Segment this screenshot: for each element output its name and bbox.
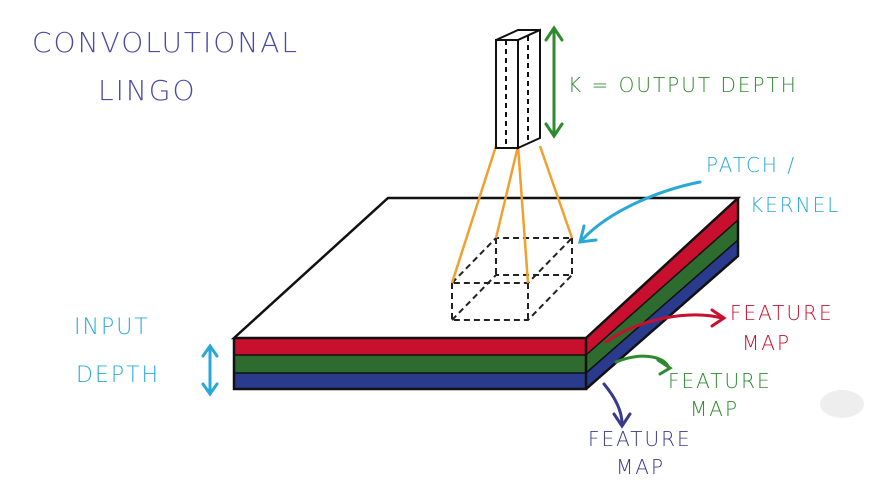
title-line1: CONVOLUTIONAL — [32, 26, 299, 59]
feature-map-green-arrow — [614, 354, 673, 376]
output-column — [495, 28, 541, 150]
patch-box — [449, 237, 575, 321]
patch-arrow — [578, 180, 702, 244]
layer-red-side — [586, 198, 738, 355]
projection-lines — [450, 145, 574, 284]
layer-green-front — [234, 355, 586, 373]
layer-green-side — [586, 220, 738, 373]
feature-map-blue-line1: FEATURE — [588, 427, 692, 451]
patch-label: PATCH / — [706, 153, 796, 177]
feature-map-green-line2: MAP — [690, 397, 739, 421]
layer-divider-side-1 — [585, 219, 739, 356]
output-depth-arrow — [544, 25, 564, 139]
feature-map-blue-arrow — [602, 382, 632, 429]
layer-divider-side-2 — [585, 239, 739, 374]
layer-blue-front — [234, 373, 586, 389]
input-depth-arrow — [201, 343, 219, 397]
background-smudge — [820, 390, 864, 418]
input-depth-label-line1: INPUT — [74, 315, 150, 340]
feature-map-red-line2: MAP — [742, 331, 791, 355]
feature-map-green-line1: FEATURE — [668, 369, 772, 393]
feature-map-red-line1: FEATURE — [730, 301, 834, 325]
feature-map-blue-line2: MAP — [616, 455, 665, 479]
title-line2: LINGO — [98, 74, 197, 107]
feature-map-red-arrow — [604, 308, 727, 344]
layer-red-front — [234, 338, 586, 355]
kernel-label: KERNEL — [750, 193, 840, 217]
layer-blue-side — [586, 240, 738, 389]
input-depth-label-line2: DEPTH — [76, 363, 160, 388]
slab-outline-front — [232, 338, 588, 391]
output-depth-label: K = OUTPUT DEPTH — [568, 73, 798, 97]
slab-outline-side — [585, 198, 740, 390]
